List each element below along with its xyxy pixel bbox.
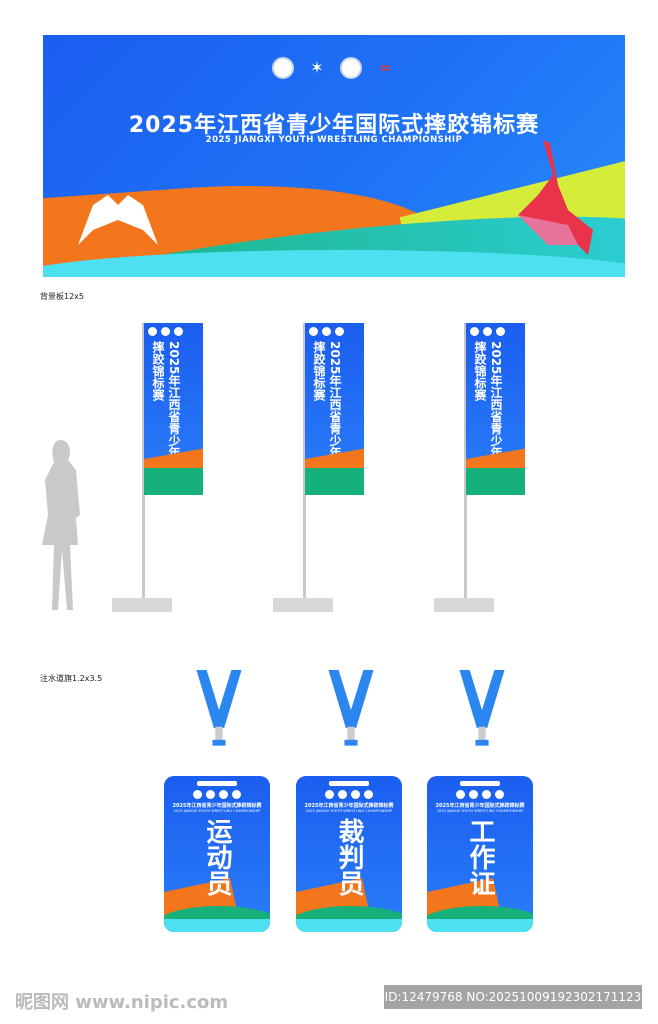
cyan-wave — [164, 919, 270, 932]
cyan-wave — [296, 919, 402, 932]
flag-base — [273, 598, 333, 612]
card-role: 运动员 — [202, 818, 232, 896]
flag-pole — [142, 323, 145, 599]
badge-card-staff: 2025年江西省青少年国际式摔跤锦标赛 2025 JIANGXI YOUTH W… — [427, 776, 533, 932]
card-slot — [197, 781, 237, 786]
flag-banner: 2025年江西省青少年国际式摔跤锦标赛 — [466, 323, 525, 495]
card-subtitle: 2025 JIANGXI YOUTH WRESTLING CHAMPIONSHI… — [436, 809, 524, 813]
flag-pole — [303, 323, 306, 599]
green-wave — [144, 468, 203, 495]
badge-card-referee: 2025年江西省青少年国际式摔跤锦标赛 2025 JIANGXI YOUTH W… — [296, 776, 402, 932]
flag-base — [434, 598, 494, 612]
lanyard-icon — [328, 670, 374, 746]
green-wave — [466, 468, 525, 495]
card-title: 2025年江西省青少年国际式摔跤锦标赛 — [435, 803, 525, 809]
card-logos — [427, 790, 533, 799]
sponsor-logos: ✶ ≈ — [43, 57, 625, 79]
flag-label: 注水道旗1.2x3.5 — [40, 674, 103, 683]
logo-icon — [340, 57, 362, 79]
card-title: 2025年江西省青少年国际式摔跤锦标赛 — [304, 803, 394, 809]
card-logos — [296, 790, 402, 799]
flag-pole — [464, 323, 467, 599]
card-subtitle: 2025 JIANGXI YOUTH WRESTLING CHAMPIONSHI… — [305, 809, 393, 813]
card-role: 工作证 — [465, 818, 495, 896]
watermark-site: 昵图网 www.nipic.com — [15, 992, 229, 1013]
badge-card-athlete: 2025年江西省青少年国际式摔跤锦标赛 2025 JIANGXI YOUTH W… — [164, 776, 270, 932]
backdrop-banner: ✶ ≈ 2025年江西省青少年国际式摔跤锦标赛 2025 JIANGXI YOU… — [43, 35, 625, 277]
wrestlers-illustration — [518, 140, 593, 255]
watermark-id: ID:12479768 NO:20251009192302171123 — [384, 985, 642, 1009]
lanyard-icon — [459, 670, 505, 746]
flag-logos — [470, 327, 505, 336]
flag-logos — [309, 327, 344, 336]
card-slot — [329, 781, 369, 786]
person-silhouette — [42, 440, 80, 610]
banner-subtitle: 2025 JIANGXI YOUTH WRESTLING CHAMPIONSHI… — [205, 135, 463, 145]
backdrop-label: 背景板12x5 — [40, 292, 85, 301]
cyan-wave — [427, 919, 533, 932]
card-logos — [164, 790, 270, 799]
card-role: 裁判员 — [334, 818, 364, 896]
dragon-logo-icon: ≈ — [378, 58, 392, 77]
flag-base — [112, 598, 172, 612]
card-title: 2025年江西省青少年国际式摔跤锦标赛 — [172, 803, 262, 809]
flag-banner: 2025年江西省青少年国际式摔跤锦标赛 — [144, 323, 203, 495]
card-slot — [460, 781, 500, 786]
banner-title: 2025年江西省青少年国际式摔跤锦标赛 — [128, 113, 540, 138]
flag-banner: 2025年江西省青少年国际式摔跤锦标赛 — [305, 323, 364, 495]
green-wave — [305, 468, 364, 495]
lanyard-icon — [196, 670, 242, 746]
star-logo-icon: ✶ — [310, 58, 324, 77]
card-subtitle: 2025 JIANGXI YOUTH WRESTLING CHAMPIONSHI… — [173, 809, 261, 813]
wrestlers-silhouette — [78, 195, 158, 245]
logo-icon — [272, 57, 294, 79]
flag-logos — [148, 327, 183, 336]
